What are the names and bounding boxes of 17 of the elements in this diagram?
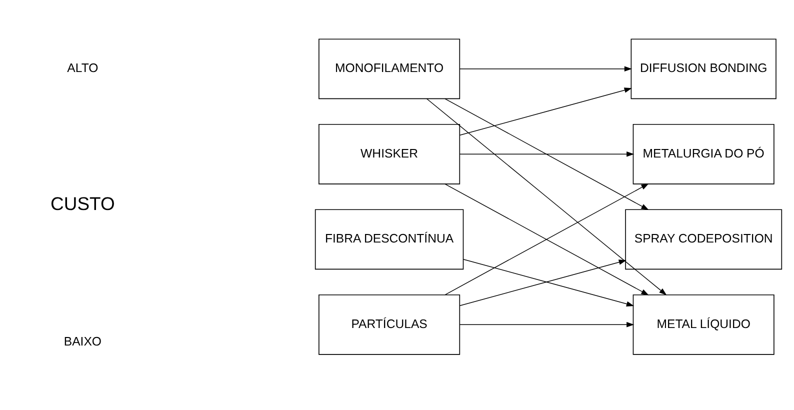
node-box: DIFFUSION BONDING [630, 38, 776, 99]
arrow [426, 98, 667, 295]
label: ALTO [67, 60, 98, 75]
arrow [444, 98, 649, 210]
node-box: SPRAY CODEPOSITION [625, 208, 782, 270]
label: BAIXO [64, 334, 102, 348]
node-box: PARTÍCULAS [318, 294, 460, 354]
node-box: WHISKER [318, 123, 460, 184]
node-box: METAL LÍQUIDO [632, 294, 774, 354]
arrow [460, 150, 634, 156]
arrow [460, 87, 632, 135]
node-box: MONOFILAMENTO [318, 38, 460, 99]
label: CUSTO [50, 192, 115, 214]
arrow [460, 66, 632, 72]
node-box: METALURGIA DO PÓ [632, 123, 774, 184]
node-box: FIBRA DESCONTÍNUA [314, 208, 464, 270]
arrow [460, 321, 634, 327]
